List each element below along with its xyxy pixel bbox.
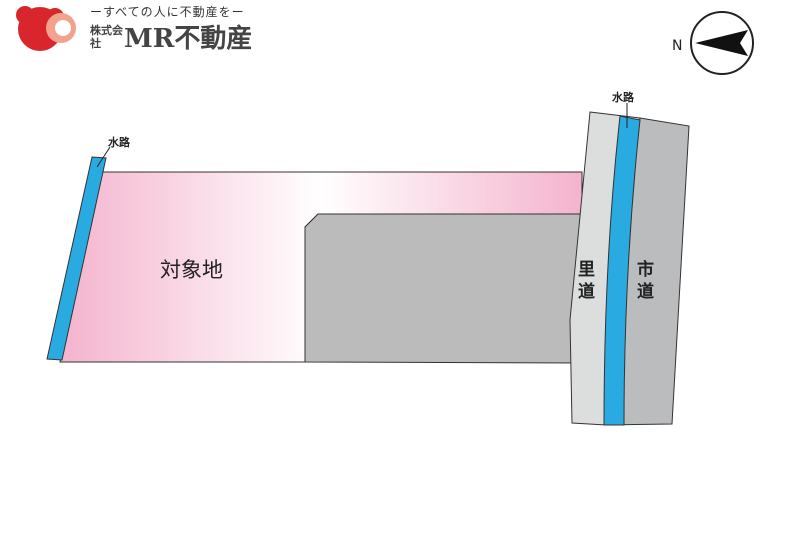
logo-mark <box>16 6 76 51</box>
left-waterway-leader-line <box>96 146 111 168</box>
village-road-label-char1: 里 <box>578 260 595 280</box>
logo-tagline: ーすべての人に不動産をー <box>90 5 245 19</box>
right-waterway <box>603 115 641 426</box>
left-waterway <box>46 156 107 361</box>
city-road-label-char1: 市 <box>637 259 654 280</box>
city-road-label-char2: 道 <box>637 281 654 302</box>
north-arrow-icon: N <box>672 11 754 75</box>
right-waterway-label: 水路 <box>612 90 635 104</box>
left-waterway-label: 水路 <box>108 135 131 149</box>
neighbor-lot <box>304 213 583 364</box>
logo-company-name: MR不動産 <box>124 24 253 54</box>
village-road-label-char2: 道 <box>578 281 595 302</box>
north-letter: N <box>672 38 682 54</box>
logo-company-type: 株式会社 <box>90 24 123 50</box>
subject-land-label: 対象地 <box>160 258 223 282</box>
